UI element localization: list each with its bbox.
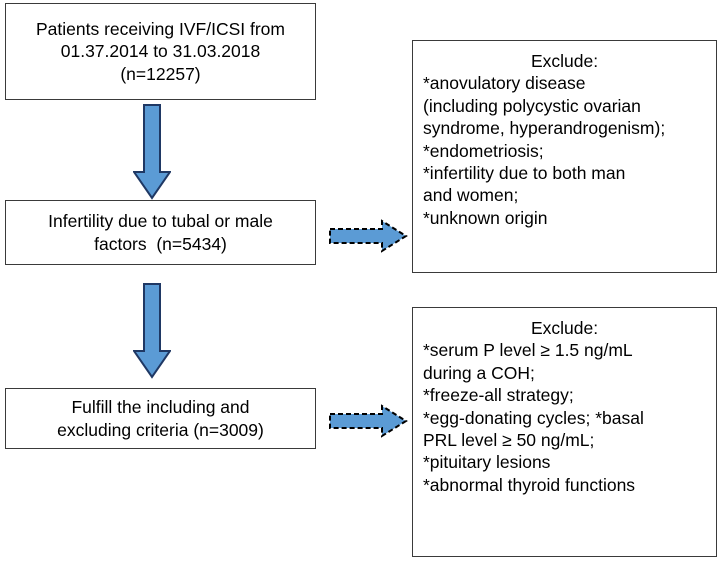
down-arrow-icon-1 <box>132 104 172 200</box>
criteria-line-1: Fulfill the including and <box>71 397 250 418</box>
exclusion-item: and women; <box>423 185 519 206</box>
exclusion-item: *freeze-all strategy; <box>423 385 574 406</box>
exclusion-item: *anovulatory disease <box>423 73 586 94</box>
right-dashed-arrow-icon-2 <box>328 404 408 438</box>
criteria-box: Fulfill the including and excluding crit… <box>5 388 316 449</box>
criteria-line-2: excluding criteria (n=3009) <box>57 419 264 440</box>
exclusion-item: *egg-donating cycles; *basal <box>423 407 644 428</box>
infertility-line-1: Infertility due to tubal or male <box>48 211 273 232</box>
exclusion-item: syndrome, hyperandrogenism); <box>423 118 666 139</box>
exclusion-item: *serum P level ≥ 1.5 ng/mL <box>423 340 633 361</box>
infertility-line-2: factors (n=5434) <box>94 233 227 254</box>
exclusion-item: *abnormal thyroid functions <box>423 474 636 495</box>
exclusion-item: *unknown origin <box>423 207 548 228</box>
exclusion-item: *infertility due to both man <box>423 162 626 183</box>
exclusion-item: during a COH; <box>423 362 535 383</box>
cohort-line-2: 01.37.2014 to 31.03.2018 <box>60 41 261 62</box>
exclusion-item: *endometriosis; <box>423 140 544 161</box>
exclusion-heading-second: Exclude: <box>530 318 599 338</box>
exclusion-item: PRL level ≥ 50 ng/mL; <box>423 429 595 450</box>
right-dashed-arrow-icon-1 <box>328 219 408 253</box>
exclusion-item: (including polycystic ovarian <box>423 95 641 116</box>
cohort-box: Patients receiving IVF/ICSI from 01.37.2… <box>5 3 316 100</box>
exclusion-box-second: Exclude: *serum P level ≥ 1.5 ng/mL duri… <box>412 307 717 557</box>
exclusion-heading-first: Exclude: <box>530 51 599 71</box>
down-arrow-icon-2 <box>132 283 172 379</box>
exclusion-item: *pituitary lesions <box>423 452 551 473</box>
exclusion-box-first: Exclude: *anovulatory disease (including… <box>412 40 717 273</box>
cohort-line-3: (n=12257) <box>120 63 201 84</box>
cohort-line-1: Patients receiving IVF/ICSI from <box>36 18 285 39</box>
infertility-box: Infertility due to tubal or male factors… <box>5 200 316 265</box>
